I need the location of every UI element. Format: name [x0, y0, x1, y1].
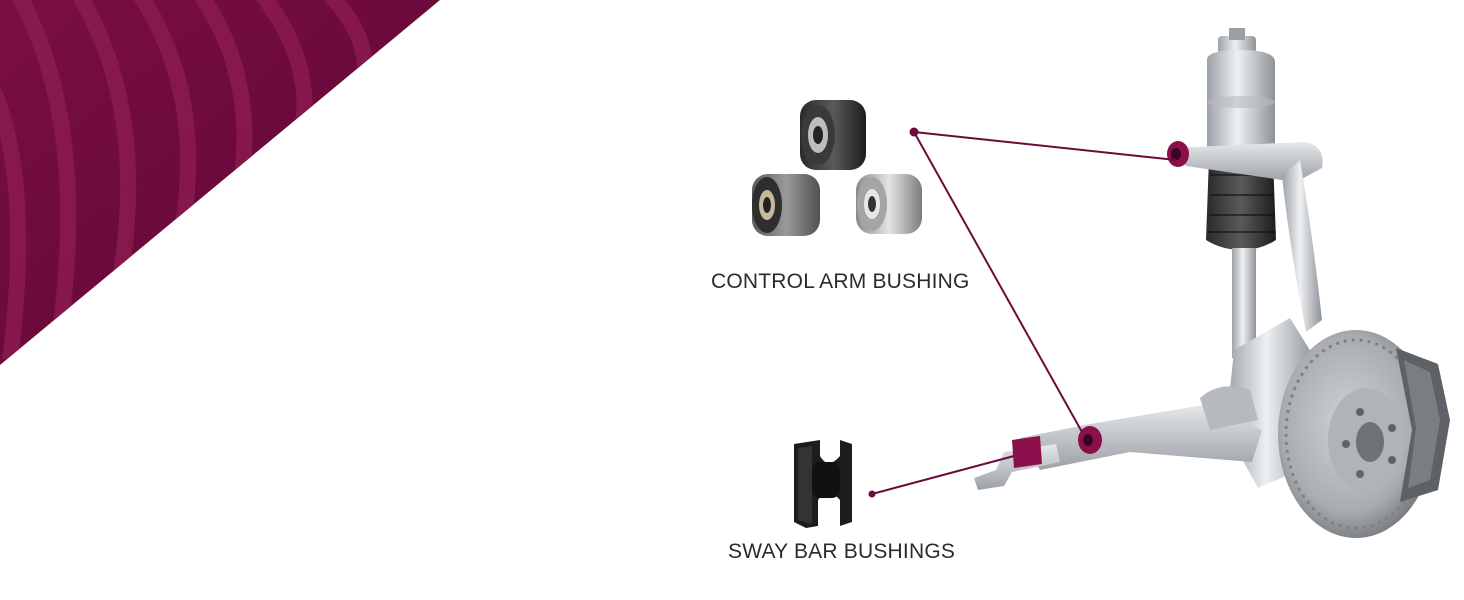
- callout-lines: [871, 131, 1177, 495]
- bushing-left: [752, 174, 820, 236]
- highlight-lower-bushing: [1078, 426, 1102, 454]
- callout-dots: [868, 127, 919, 498]
- highlight-sway-bushing: [1012, 436, 1042, 468]
- callout-dot-sway-bar: [868, 490, 876, 498]
- highlight-upper-bushing: [1167, 141, 1189, 167]
- bushing-right: [856, 174, 922, 234]
- decorative-corner: [0, 0, 440, 365]
- callout-line-lower: [913, 131, 1083, 433]
- bushing-top: [800, 100, 866, 170]
- callout-dot-control-arm: [909, 127, 919, 137]
- callout-line-upper: [913, 131, 1177, 161]
- sway-bar-bushings-label: SWAY BAR BUSHINGS: [728, 540, 956, 563]
- suspension-assembly: [974, 28, 1450, 538]
- callout-line-sway: [871, 455, 1015, 495]
- control-arm-bushings: [752, 100, 922, 236]
- control-arm-bushing-label: CONTROL ARM BUSHING: [711, 270, 970, 293]
- sway-bar-bushing: [794, 440, 852, 528]
